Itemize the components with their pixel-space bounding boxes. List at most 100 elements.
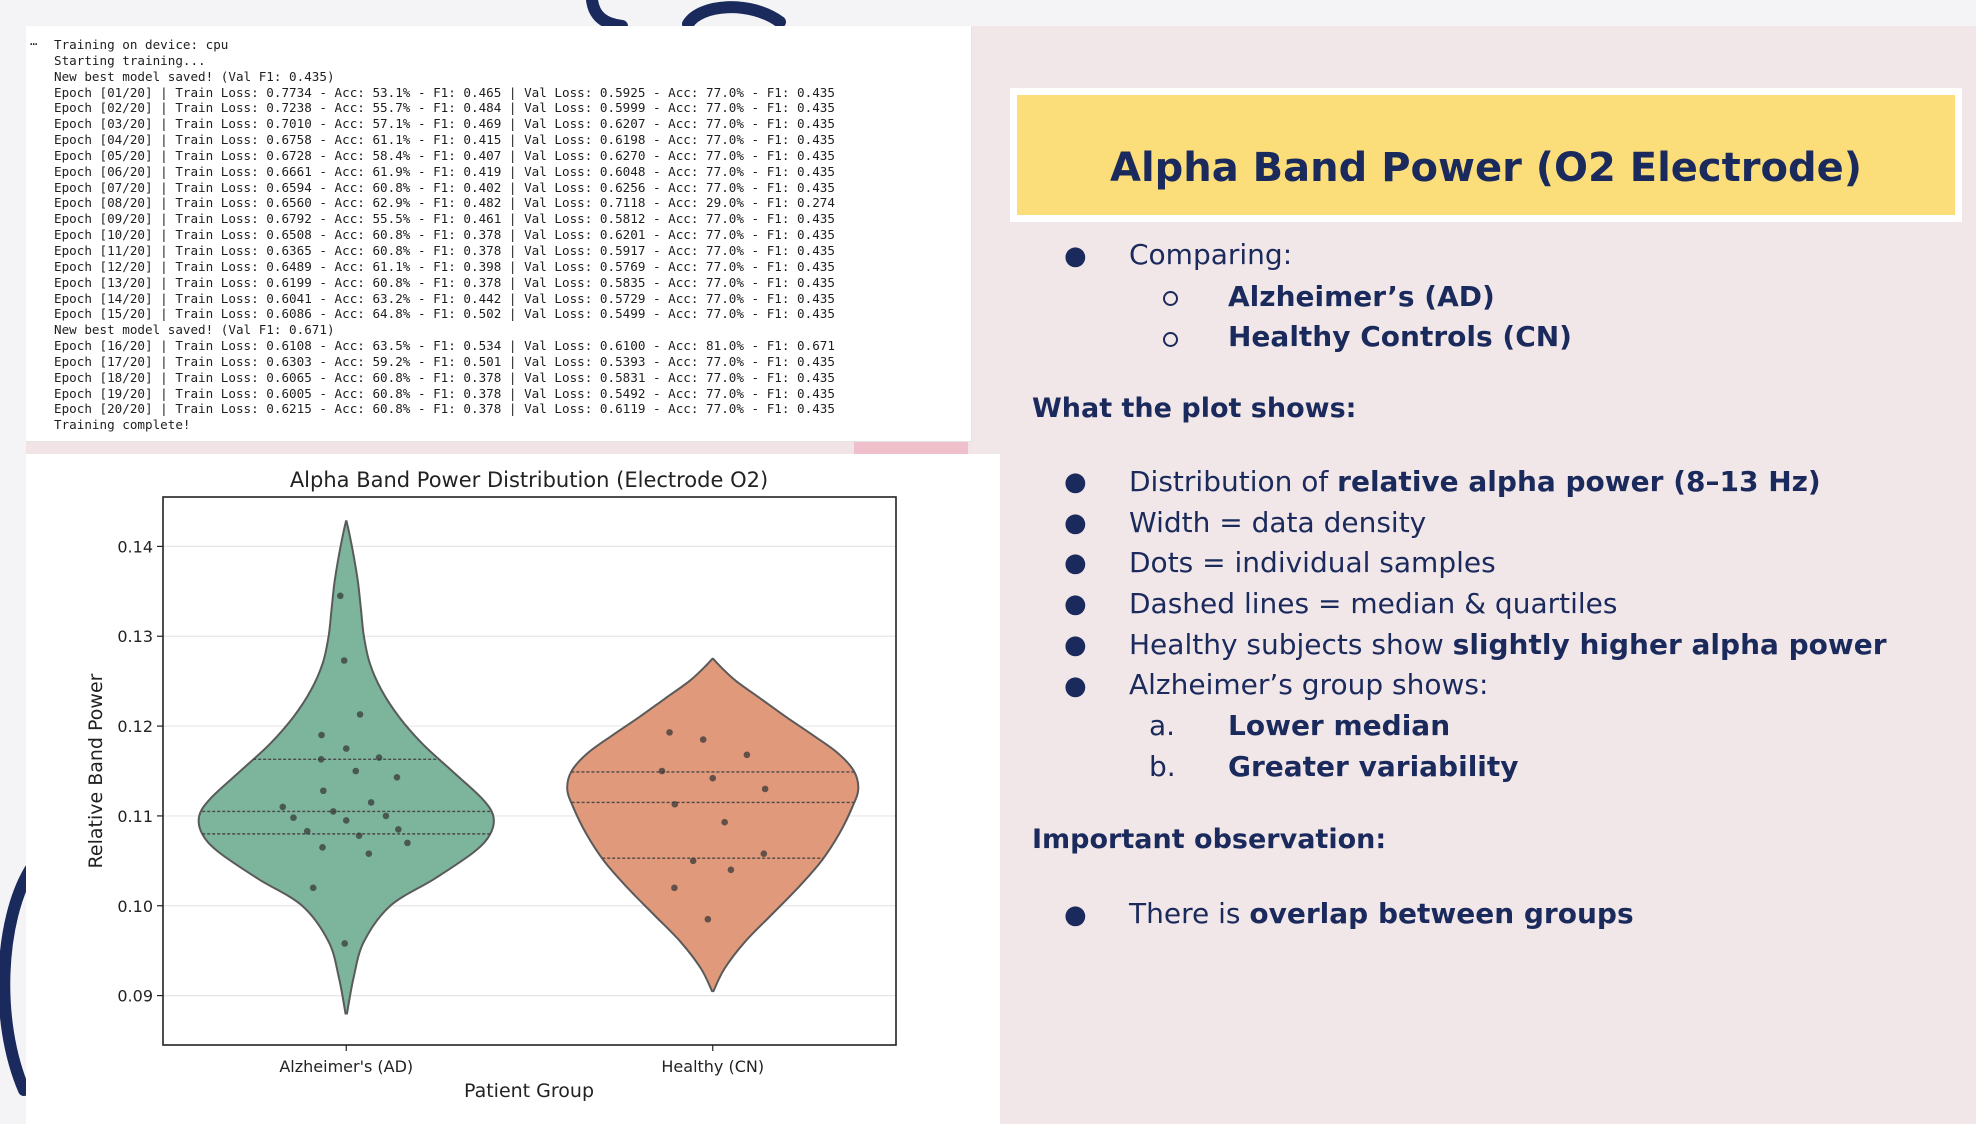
circle-bullet-icon [1163, 291, 1178, 306]
sample-point [329, 808, 337, 815]
y-tick-label: 0.09 [117, 987, 153, 1006]
y-tick-label: 0.12 [117, 717, 153, 736]
chart-x-label: Patient Group [464, 1080, 594, 1102]
y-tick-label: 0.13 [117, 627, 153, 646]
sample-point [704, 915, 712, 923]
log-line: Starting training... [54, 52, 206, 68]
chart-title: Alpha Band Power Distribution (Electrode… [290, 468, 768, 492]
log-line: Epoch [16/20] | Train Loss: 0.6108 - Acc… [54, 338, 835, 354]
log-line: New best model saved! (Val F1: 0.671) [54, 322, 335, 338]
log-line: Training complete! [54, 417, 191, 433]
observation-text-bold: overlap between groups [1249, 897, 1634, 930]
log-line: Epoch [07/20] | Train Loss: 0.6594 - Acc… [54, 179, 835, 195]
sample-point [318, 731, 325, 739]
shows-dots: Dots = individual samples [1129, 546, 1496, 579]
shows-width: Width = data density [1129, 506, 1427, 539]
log-line: New best model saved! (Val F1: 0.435) [54, 68, 335, 84]
plot-frame [162, 496, 897, 1046]
sample-point [340, 657, 348, 664]
sample-point [309, 884, 317, 892]
sample-point [743, 751, 751, 759]
sample-point [303, 827, 311, 835]
sample-point [279, 803, 287, 811]
group-ad-label: Alzheimer’s (AD) [1228, 280, 1495, 313]
log-line: Epoch [02/20] | Train Loss: 0.7238 - Acc… [54, 100, 835, 116]
log-line: Epoch [04/20] | Train Loss: 0.6758 - Acc… [54, 132, 835, 148]
sample-point [341, 940, 349, 947]
sub-b-item: Greater variability [1228, 750, 1519, 783]
sample-point [727, 866, 735, 874]
sample-point [365, 850, 373, 857]
violin-body [197, 520, 495, 1015]
sample-point [367, 799, 375, 806]
bullet-icon: ● [1064, 671, 1087, 701]
slide-title-box: Alpha Band Power (O2 Electrode) [1010, 88, 1962, 222]
chart-points [279, 592, 769, 947]
sample-point [342, 817, 350, 824]
sample-point [666, 729, 673, 736]
sample-point [395, 826, 402, 833]
violin-chart: 0.090.100.110.120.130.14 Alzheimer's (AD… [85, 468, 897, 1102]
sample-point [336, 592, 344, 600]
violin-body [566, 657, 860, 993]
sample-point [382, 812, 390, 820]
cell-output-menu-icon[interactable]: ⋯ [30, 37, 38, 51]
sample-point [709, 774, 717, 782]
observation-text: There is overlap between groups [1129, 897, 1634, 930]
group-cn-label: Healthy Controls (CN) [1228, 320, 1572, 353]
sample-point [352, 767, 360, 775]
sample-point [375, 754, 383, 761]
observation-heading: Important observation: [1032, 824, 1387, 855]
log-line: Training on device: cpu [54, 37, 229, 52]
sample-point [671, 800, 679, 808]
bullet-icon: ● [1064, 589, 1087, 619]
group-cn-item: Healthy Controls (CN) [1228, 320, 1572, 353]
observation-text-plain: There is [1129, 897, 1250, 930]
sample-point [355, 832, 363, 839]
sample-point [699, 736, 707, 743]
bullet-icon: ● [1064, 548, 1087, 578]
chart-violins [197, 520, 860, 1015]
log-line: Epoch [01/20] | Train Loss: 0.7734 - Acc… [54, 84, 835, 100]
log-line: Epoch [18/20] | Train Loss: 0.6065 - Acc… [54, 369, 835, 385]
bullet-icon: ● [1064, 508, 1087, 538]
y-tick-label: 0.14 [117, 537, 153, 556]
bullet-icon: ● [1064, 900, 1087, 930]
bullet-icon: ● [1064, 241, 1087, 271]
sample-point [393, 773, 401, 781]
x-tick-label: Healthy (CN) [661, 1057, 764, 1076]
log-line: Epoch [19/20] | Train Loss: 0.6005 - Acc… [54, 385, 835, 401]
log-line: Epoch [13/20] | Train Loss: 0.6199 - Acc… [54, 274, 835, 290]
sample-point [671, 884, 678, 892]
group-ad-item: Alzheimer’s (AD) [1228, 280, 1495, 313]
log-line: Epoch [09/20] | Train Loss: 0.6792 - Acc… [54, 211, 835, 227]
shows-alzheimers: Alzheimer’s group shows: [1129, 668, 1489, 701]
log-line: Epoch [11/20] | Train Loss: 0.6365 - Acc… [54, 242, 835, 258]
sample-point [320, 787, 327, 795]
sample-point [721, 818, 728, 826]
shows-healthy-text: Healthy subjects show [1129, 628, 1453, 661]
shows-dashed: Dashed lines = median & quartiles [1129, 587, 1618, 620]
shows-distribution-bold: relative alpha power (8–13 Hz) [1337, 465, 1821, 498]
y-tick-label: 0.10 [117, 897, 153, 916]
sub-b-label: Greater variability [1228, 750, 1519, 783]
comparing-label: Comparing: [1129, 238, 1293, 271]
sample-point [689, 857, 697, 865]
sample-point [319, 844, 326, 851]
shows-healthy: Healthy subjects show slightly higher al… [1129, 628, 1887, 661]
sample-point [317, 756, 325, 763]
sample-point [356, 711, 364, 718]
pink-tab [854, 442, 968, 454]
chart-x-ticks: Alzheimer's (AD)Healthy (CN) [279, 1045, 764, 1076]
sample-point [658, 767, 666, 775]
log-line: Epoch [08/20] | Train Loss: 0.6560 - Acc… [54, 195, 835, 211]
log-line: Epoch [15/20] | Train Loss: 0.6086 - Acc… [54, 306, 835, 322]
log-line: Epoch [10/20] | Train Loss: 0.6508 - Acc… [54, 227, 835, 243]
sub-a-marker: a. [1149, 709, 1176, 742]
shows-distribution-text: Distribution of [1129, 465, 1338, 498]
sample-point [342, 745, 350, 752]
shows-healthy-bold: slightly higher alpha power [1452, 628, 1887, 661]
log-line: Epoch [20/20] | Train Loss: 0.6215 - Acc… [54, 401, 835, 417]
